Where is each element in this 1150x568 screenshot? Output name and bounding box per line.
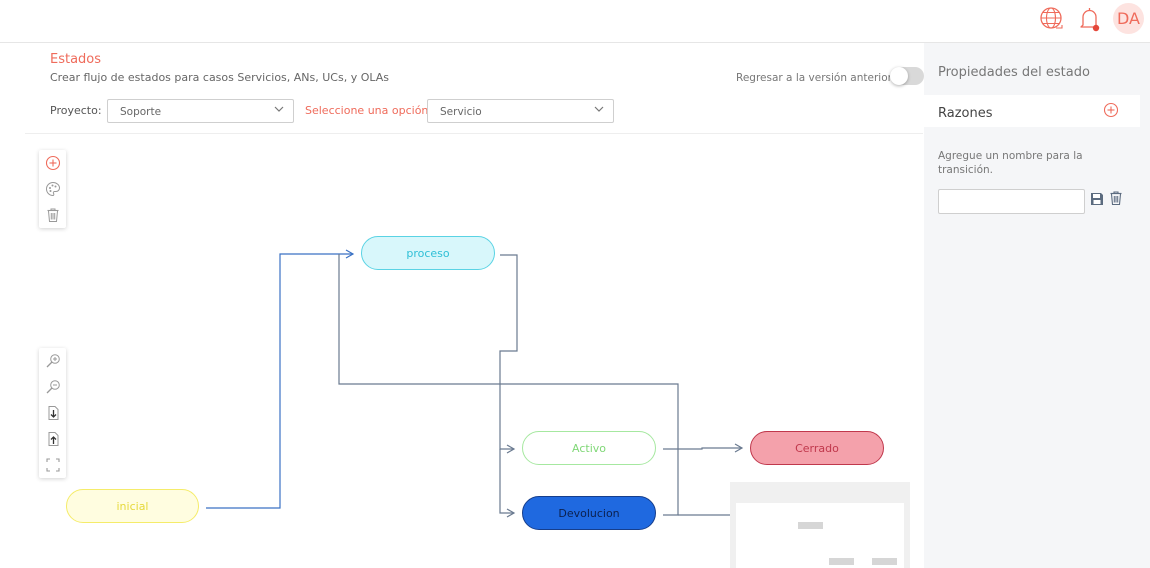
globe-icon[interactable] (1038, 4, 1066, 34)
minimap-node (829, 558, 854, 565)
transition-name-input[interactable] (938, 189, 1085, 214)
zoom-out-icon[interactable] (39, 374, 66, 400)
node-cerrado[interactable]: Cerrado (750, 431, 884, 465)
flow-edges (206, 249, 744, 518)
minimap-node (798, 522, 823, 529)
opcion-select-value: Servicio (440, 106, 482, 118)
version-toggle-label: Regresar a la versión anterior (736, 72, 892, 84)
node-proceso[interactable]: proceso (361, 236, 495, 270)
save-icon[interactable] (1090, 191, 1104, 205)
node-label: Activo (572, 441, 606, 455)
trash-icon[interactable] (39, 202, 66, 228)
edge-devolucion-proceso[interactable] (338, 254, 679, 516)
add-circle-icon[interactable] (39, 150, 66, 176)
opcion-label: Seleccione una opción (305, 104, 429, 117)
chevron-down-icon (274, 106, 284, 112)
proyecto-label: Proyecto: (50, 104, 102, 117)
zoom-in-icon[interactable] (39, 348, 66, 374)
minimap-viewport (736, 503, 904, 568)
transition-hint: Agregue un nombre para la transición. (938, 150, 1083, 176)
bell-icon[interactable] (1076, 4, 1104, 34)
upload-icon[interactable] (39, 426, 66, 452)
node-label: proceso (406, 246, 450, 260)
edge-proceso-activo[interactable] (499, 254, 518, 454)
node-label: inicial (116, 499, 149, 513)
download-icon[interactable] (39, 400, 66, 426)
filter-divider (25, 133, 923, 134)
edit-toolbox (39, 150, 66, 228)
node-activo[interactable]: Activo (522, 431, 656, 465)
view-toolbox (39, 348, 66, 478)
fullscreen-icon[interactable] (39, 452, 66, 478)
version-toggle[interactable] (890, 67, 924, 85)
minimap-node (872, 558, 897, 565)
node-devolucion[interactable]: Devolucion (522, 496, 656, 530)
avatar[interactable]: DA (1113, 3, 1144, 34)
node-label: Devolucion (558, 506, 620, 520)
opcion-select[interactable]: Servicio (427, 99, 614, 123)
proyecto-select[interactable]: Soporte (107, 99, 294, 123)
edge-inicial-proceso[interactable] (206, 249, 355, 509)
properties-panel (924, 43, 1150, 568)
razones-header (924, 95, 1140, 127)
delete-transition-icon[interactable] (1108, 190, 1124, 206)
page-title: Estados (50, 52, 102, 67)
edge-proceso-devolucion[interactable] (499, 449, 516, 518)
panel-title: Propiedades del estado (938, 65, 1090, 80)
top-bar: DA (0, 0, 1150, 43)
proyecto-select-value: Soporte (120, 106, 162, 118)
node-label: Cerrado (795, 441, 839, 455)
chevron-down-icon (594, 106, 604, 112)
node-inicial[interactable]: inicial (66, 489, 199, 523)
minimap[interactable] (730, 482, 910, 568)
add-razon-icon[interactable] (1103, 102, 1119, 118)
edge-activo-cerrado[interactable] (663, 443, 744, 453)
razones-title: Razones (938, 106, 993, 121)
page-subtitle: Crear flujo de estados para casos Servic… (50, 71, 390, 84)
toggle-knob (890, 67, 908, 85)
palette-icon[interactable] (39, 176, 66, 202)
